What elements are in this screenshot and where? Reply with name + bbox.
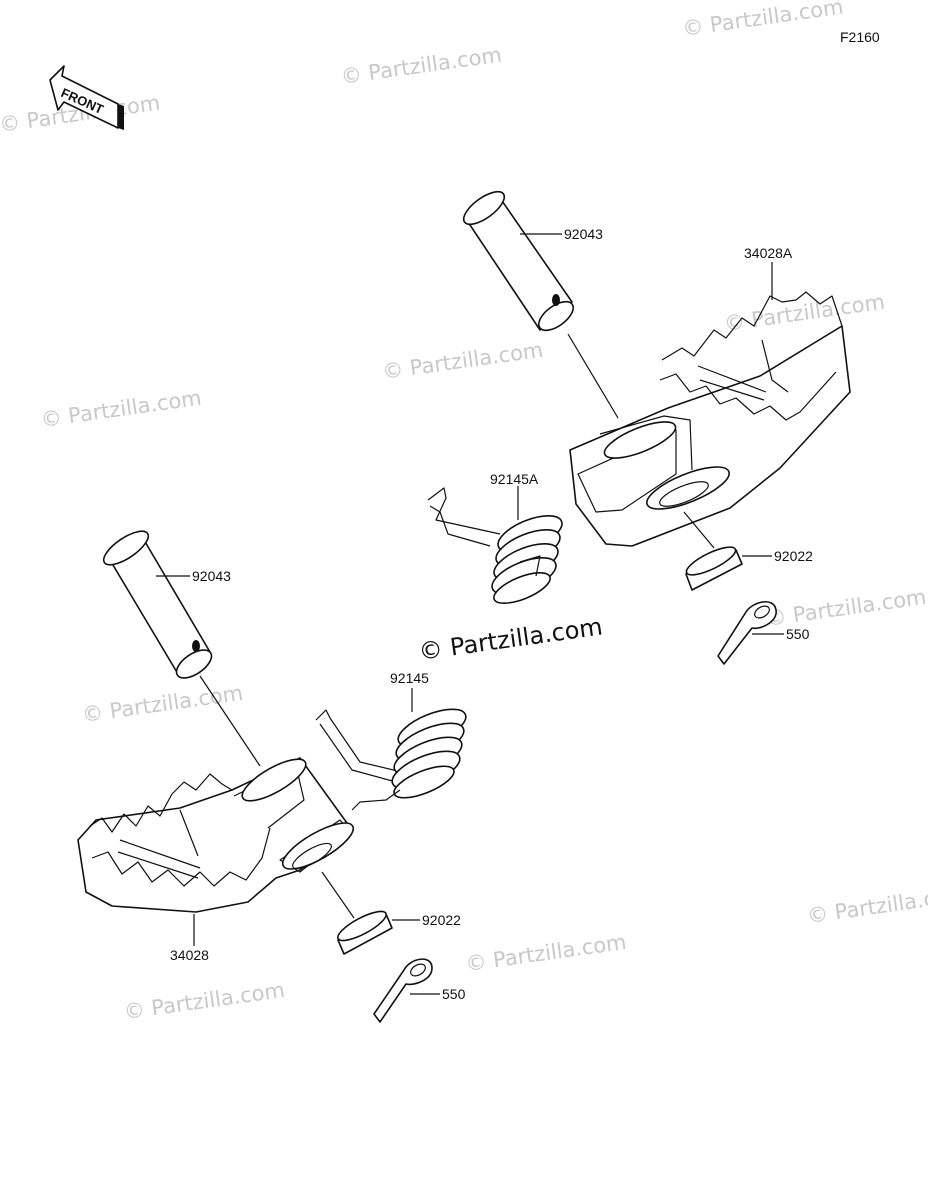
- label-footpeg-left: 34028: [170, 947, 209, 963]
- label-cotter-right: 550: [786, 626, 810, 642]
- label-washer-right: 92022: [774, 548, 813, 564]
- footpeg-right: [569, 291, 851, 547]
- watermark: © Partzilla.com: [339, 43, 503, 89]
- clevis-pin-left: [102, 530, 213, 679]
- cotter-pin-right: [717, 601, 777, 665]
- watermark: © Partzilla.com: [681, 0, 845, 41]
- watermark: © Partzilla.com: [39, 386, 203, 432]
- spring-left: [315, 708, 467, 811]
- label-spring-left: 92145: [390, 670, 429, 686]
- footpeg-left: [77, 757, 355, 913]
- watermark: © Partzilla.com: [381, 338, 545, 384]
- cotter-pin-left: [373, 958, 433, 1023]
- watermark: © Partzilla.com: [81, 681, 245, 727]
- clevis-pin-right: [462, 190, 575, 332]
- watermark: © Partzilla.com: [764, 585, 928, 631]
- watermark: © Partzilla.com: [806, 882, 928, 928]
- watermark: © Partzilla.com: [722, 290, 886, 336]
- label-washer-left: 92022: [422, 912, 461, 928]
- label-footpeg-right: 34028A: [744, 245, 793, 261]
- label-pin-right: 92043: [564, 226, 603, 242]
- label-cotter-left: 550: [442, 986, 466, 1002]
- washer-right: [685, 546, 743, 591]
- label-spring-right: 92145A: [490, 471, 539, 487]
- spring-right: [427, 487, 563, 604]
- washer-left: [337, 910, 393, 955]
- watermark: © Partzilla.com: [122, 978, 286, 1024]
- label-pin-left: 92043: [192, 568, 231, 584]
- watermark: © Partzilla.com: [464, 930, 628, 976]
- diagram-code: F2160: [840, 29, 880, 45]
- center-watermark: © Partzilla.com: [417, 612, 604, 666]
